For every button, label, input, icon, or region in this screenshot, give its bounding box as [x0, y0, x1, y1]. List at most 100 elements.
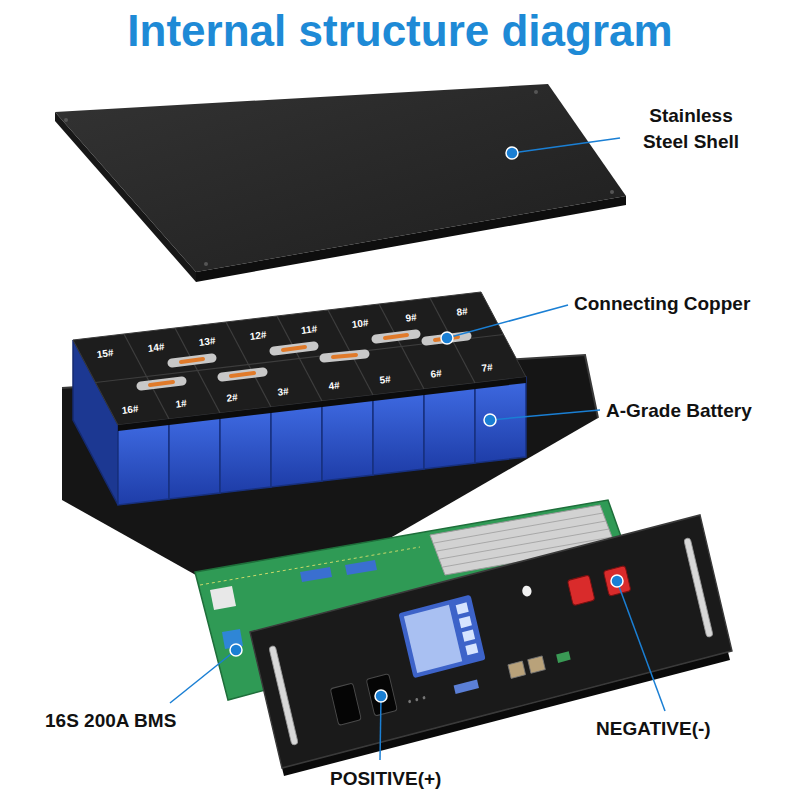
cell-number: 6#: [430, 367, 442, 379]
battery-cell: [475, 377, 526, 463]
cell-number: 12#: [249, 329, 267, 342]
battery-cell: [322, 395, 373, 481]
cell-number: 3#: [277, 385, 289, 397]
bms-pads: [200, 547, 420, 585]
leader-line: [447, 305, 568, 338]
lcd-button: [465, 643, 478, 655]
positive-terminal: [330, 683, 361, 725]
lcd-screen: [404, 605, 462, 673]
cell-number-block: 7#: [480, 356, 493, 375]
cell-number-block: 1#: [174, 392, 187, 411]
callout-label-block: Connecting Copper: [574, 291, 750, 317]
lid-side: [55, 112, 196, 282]
callout-label-block: POSITIVE(+): [330, 766, 441, 792]
bms-component: [210, 586, 236, 610]
cell-number-block: 2#: [225, 386, 238, 405]
callout-dot: [375, 690, 387, 702]
leader-line: [617, 581, 665, 711]
lid-edge: [196, 196, 626, 282]
cell-number-block: 5#: [378, 368, 391, 387]
negative-terminal: [567, 575, 595, 606]
bus-bar: [222, 372, 263, 377]
battery-cell: [118, 419, 169, 505]
comm-port: [528, 656, 546, 673]
bus-bars: [141, 334, 467, 386]
cell-number: 16#: [121, 403, 139, 416]
cell-number: 10#: [351, 317, 369, 330]
callout-label: Connecting Copper: [574, 293, 750, 314]
cell-number: 9#: [405, 311, 417, 323]
callout-dots: [230, 147, 623, 702]
callout-label-block: 16S 200A BMS: [45, 708, 176, 734]
bus-bar: [172, 358, 212, 363]
lcd-button: [459, 616, 472, 628]
battery-cell: [271, 401, 322, 487]
bus-bar-copper: [150, 382, 173, 385]
cell-number: 8#: [456, 305, 468, 317]
bms-component: [300, 567, 332, 582]
cell-number: 1#: [175, 397, 187, 409]
battery-cell: [220, 407, 271, 493]
cover-edge: [118, 377, 526, 431]
cell-number-block: 3#: [276, 380, 289, 399]
lid-screw: [534, 90, 538, 94]
lid-screw: [204, 262, 208, 266]
cell-number: 14#: [147, 341, 165, 354]
cover-seam: [430, 298, 475, 383]
lid-screw: [610, 190, 614, 194]
callout-label-block: NEGATIVE(-): [596, 716, 711, 742]
cell-number: 13#: [198, 335, 216, 348]
bus-bar: [376, 334, 416, 339]
battery-cell: [424, 383, 475, 469]
bus-bar-copper: [181, 359, 203, 362]
cell-number-block: 13#: [198, 330, 217, 350]
comm-port: [508, 661, 526, 678]
callout-label-block: Stainless Steel Shell: [625, 103, 757, 154]
bus-bar-copper: [283, 347, 305, 350]
front-panel: [250, 515, 732, 768]
leader-line: [170, 650, 236, 703]
bus-bar: [324, 354, 365, 358]
cell-number-block: 15#: [96, 342, 115, 362]
handle: [269, 645, 298, 745]
cell-number-block: 16#: [121, 398, 140, 418]
cell-number-block: 4#: [327, 374, 340, 393]
title-block: Internal structure diagram: [0, 6, 800, 56]
bus-bar: [141, 381, 182, 386]
positive-terminal: [366, 674, 397, 716]
cell-number-block: 10#: [351, 312, 370, 332]
bus-bar-copper: [385, 335, 407, 338]
cell-number: 4#: [328, 379, 340, 391]
diagram-title: Internal structure diagram: [127, 6, 672, 55]
cover-seams: [96, 298, 504, 419]
cell-number: 5#: [379, 373, 391, 385]
callout-label: 16S 200A BMS: [45, 710, 176, 731]
battery-cell: [169, 413, 220, 499]
callout-dot: [611, 575, 623, 587]
dip-switch: [454, 680, 479, 694]
callout-dot: [506, 147, 518, 159]
indicator-light: [521, 585, 532, 598]
lcd-button: [462, 630, 475, 642]
cell-number-block: 11#: [300, 318, 318, 338]
callout-label: POSITIVE(+): [330, 768, 441, 789]
negative-terminal: [603, 566, 631, 597]
cell-number: 15#: [96, 347, 114, 360]
heat-sink-fin: [434, 513, 603, 543]
cell-number-block: 8#: [455, 300, 468, 319]
bms-component: [345, 560, 377, 575]
led: [422, 696, 425, 700]
bus-bar-copper: [333, 355, 356, 357]
status-port: [556, 651, 571, 663]
battery-cell: [373, 389, 424, 475]
cell-number-block: 9#: [404, 306, 417, 325]
led: [408, 700, 411, 704]
cell-number-block: 6#: [429, 362, 442, 381]
panel-face: [250, 515, 732, 768]
lid-screw: [64, 118, 68, 122]
lcd-housing: [398, 595, 485, 679]
cell-number-block: 12#: [249, 324, 268, 344]
callout-dot: [484, 414, 496, 426]
cell-number: 11#: [301, 323, 318, 336]
